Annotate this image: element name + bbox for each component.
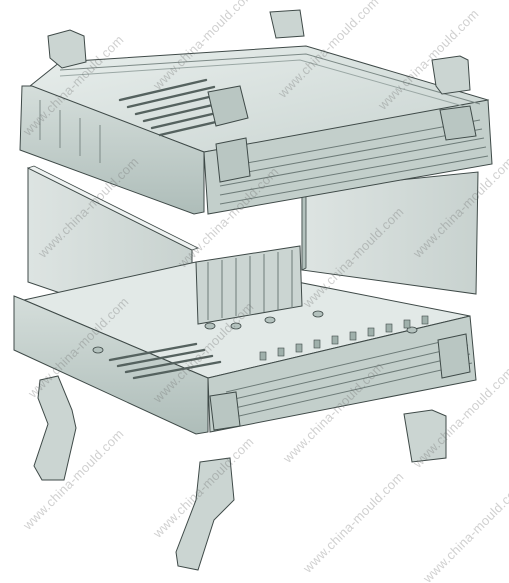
bottom-vent-slots [108,342,222,380]
top-cover-ribs [219,119,489,205]
corner-clips [47,9,471,463]
top-cover [19,45,493,215]
tilt-feet [33,375,235,571]
rear-panel [301,171,479,295]
floor-bosses [92,310,418,354]
bottom-base-ribs [225,335,473,420]
bottom-base [13,245,477,435]
